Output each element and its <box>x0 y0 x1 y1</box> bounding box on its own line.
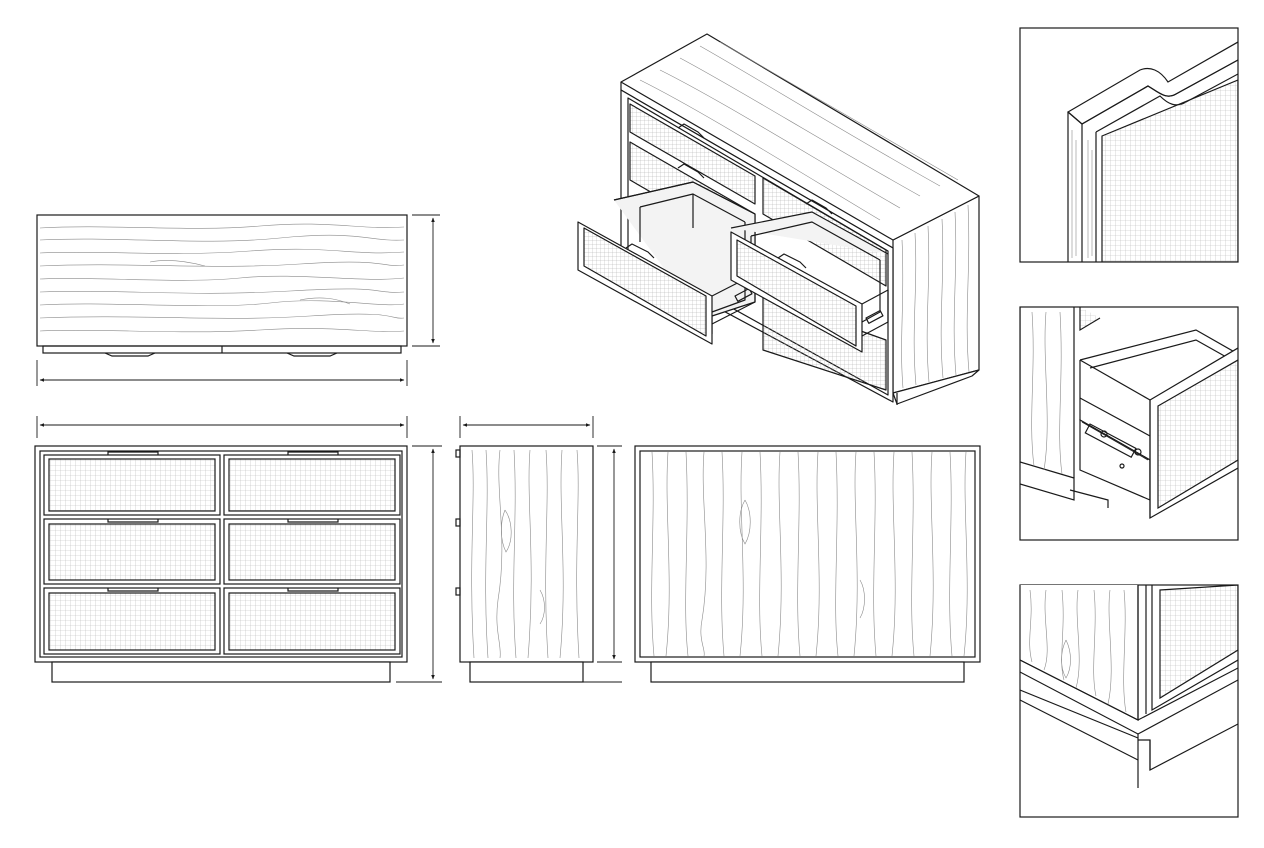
back-view-wood-grain <box>651 451 968 657</box>
iso-top-grain <box>639 41 959 221</box>
iso-open-drawer-left <box>577 181 756 345</box>
top-view <box>36 214 408 357</box>
iso-open-drawer-right <box>730 211 889 353</box>
detail-drawer-corner <box>1019 27 1239 263</box>
front-drawer-row-1 <box>43 451 401 516</box>
isometric-view <box>577 33 980 405</box>
back-view <box>634 445 981 683</box>
front-drawer-row-2 <box>43 518 401 585</box>
top-view-wood-grain <box>39 223 405 333</box>
side-view-dimensions <box>459 416 622 683</box>
detail-drawer-slide <box>1019 306 1239 541</box>
front-view <box>34 445 408 683</box>
front-drawer-row-3 <box>43 587 401 655</box>
top-view-dimensions <box>36 214 440 386</box>
detail-plinth-corner <box>1019 584 1239 818</box>
iso-side-grain <box>901 204 970 389</box>
side-view <box>455 445 594 683</box>
front-view-dimensions <box>36 416 442 683</box>
side-view-wood-grain <box>471 449 580 659</box>
